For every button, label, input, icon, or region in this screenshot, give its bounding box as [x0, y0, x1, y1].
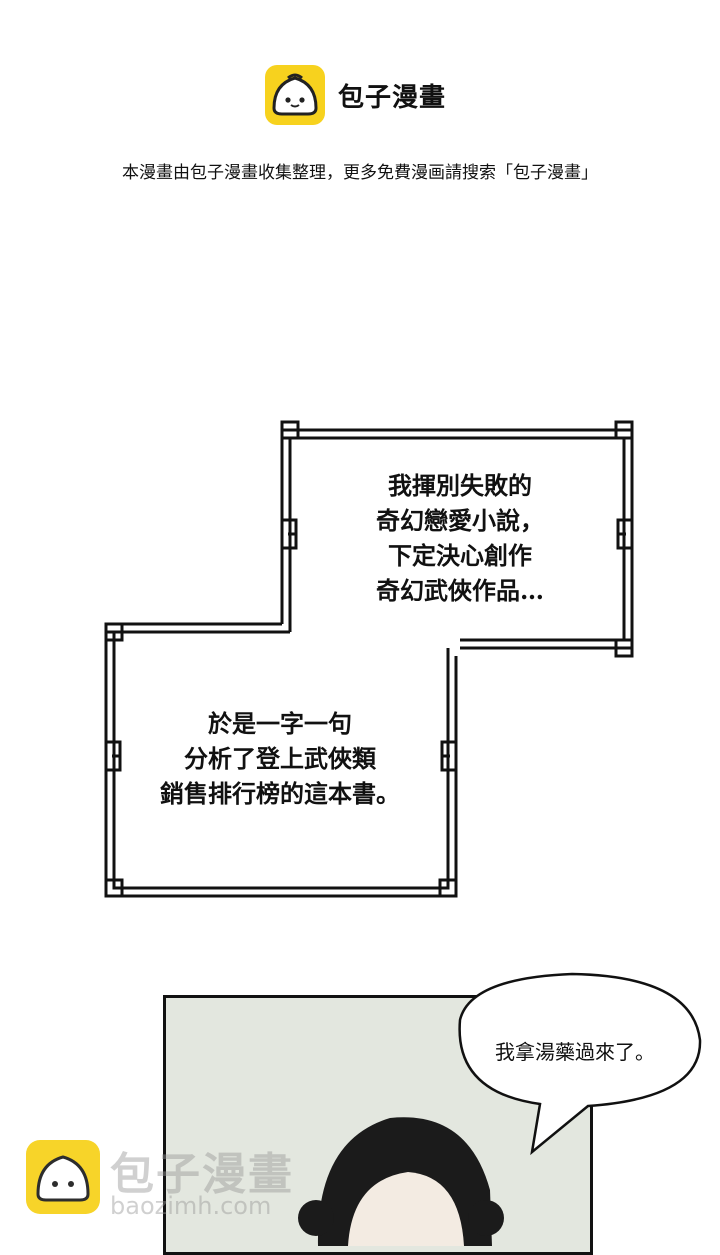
bun-logo-icon	[265, 65, 325, 125]
upper-frame-inner	[290, 436, 626, 642]
side-ornament	[106, 740, 122, 772]
character-face	[348, 1172, 464, 1246]
lower-frame-outer	[104, 624, 458, 898]
side-ornament	[440, 740, 456, 772]
hair-bun-right	[468, 1200, 504, 1236]
corner-ornament	[104, 622, 124, 642]
caption-line: 奇幻武俠作品…	[376, 576, 544, 605]
corner-ornament	[614, 638, 634, 658]
caption-frames	[104, 420, 634, 898]
caption-line: 銷售排行榜的這本書。	[160, 779, 400, 808]
source-notice: 本漫畫由包子漫畫收集整理，更多免費漫画請搜索「包子漫畫」	[122, 163, 598, 183]
corner-ornament	[438, 878, 458, 898]
brand-logo[interactable]: 包子漫畫	[264, 64, 446, 126]
watermark-brand: 包子漫畫	[110, 1149, 294, 1200]
caption-line: 我揮別失敗的	[388, 471, 532, 500]
caption-line: 下定決心創作	[388, 541, 532, 570]
caption-line: 於是一字一句	[208, 709, 352, 738]
side-ornament	[282, 518, 298, 550]
header: 包子漫畫 本漫畫由包子漫畫收集整理，更多免費漫画請搜索「包子漫畫」	[0, 0, 720, 240]
watermark-bun-icon	[26, 1140, 100, 1214]
hair-bun-left	[298, 1200, 334, 1236]
watermark-url: baozimh.com	[110, 1192, 272, 1220]
caption-line: 分析了登上武俠類	[184, 744, 376, 773]
corner-ornament	[104, 878, 124, 898]
speech-bubble	[458, 972, 702, 1156]
corner-ornament	[280, 420, 300, 440]
side-ornament	[616, 518, 632, 550]
caption-lower: 於是一字一句 分析了登上武俠類 銷售排行榜的這本書。	[130, 706, 430, 811]
caption-line: 奇幻戀愛小說，	[376, 506, 544, 535]
speech-text: 我拿湯藥過來了。	[495, 1040, 655, 1064]
lower-frame-inner	[112, 632, 450, 890]
caption-upper: 我揮別失敗的 奇幻戀愛小說， 下定決心創作 奇幻武俠作品…	[330, 468, 590, 608]
upper-frame-outer	[282, 428, 634, 650]
corner-ornament	[614, 420, 634, 440]
brand-name: 包子漫畫	[338, 82, 447, 113]
